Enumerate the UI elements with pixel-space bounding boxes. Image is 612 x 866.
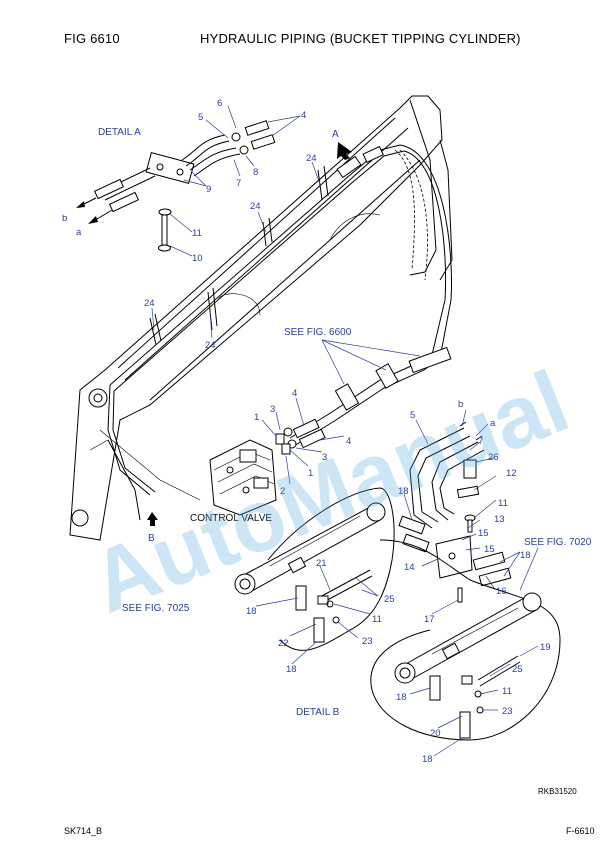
callout-18: 18 [398, 486, 409, 497]
callout-18: 18 [286, 664, 297, 675]
callout-8: 8 [253, 167, 258, 178]
callout-17: 17 [424, 614, 435, 625]
callout-11: 11 [372, 614, 382, 625]
flow-arrows-detail-a [76, 197, 113, 224]
callout-6: 6 [217, 98, 222, 109]
view-b-label: B [148, 533, 155, 544]
callout-24: 24 [250, 201, 261, 212]
callout-18: 18 [246, 606, 257, 617]
callout-14: 14 [404, 562, 415, 573]
callout-18: 18 [520, 550, 531, 561]
callout-4: 4 [301, 110, 306, 121]
callout-4: 4 [346, 436, 351, 447]
callout-7: 7 [478, 436, 483, 447]
callout-1: 1 [254, 412, 259, 423]
callout-b: b [458, 399, 463, 410]
callout-19: 19 [540, 642, 551, 653]
callout-5: 5 [198, 112, 203, 123]
view-a-label: A [332, 129, 339, 140]
callout-15: 15 [484, 544, 495, 555]
callout-13: 13 [494, 514, 505, 525]
page-title: HYDRAULIC PIPING (BUCKET TIPPING CYLINDE… [200, 31, 521, 46]
caption-see-fig-7020: SEE FIG. 7020 [524, 537, 592, 548]
callout-24: 24 [306, 153, 317, 164]
callout-3: 3 [270, 404, 275, 415]
leader-lines [151, 105, 539, 757]
caption-detail-a: DETAIL A [98, 127, 141, 138]
callout-25: 25 [512, 664, 523, 675]
callout-18: 18 [422, 754, 433, 765]
footer-page-number: F-6610 [566, 826, 595, 836]
callout-18: 18 [396, 692, 407, 703]
callout-a: a [76, 227, 82, 238]
callout-11: 11 [502, 686, 512, 697]
callout-25: 25 [384, 594, 395, 605]
lower-cylinder [394, 592, 542, 739]
caption-control-valve: CONTROL VALVE [190, 513, 272, 524]
callout-16: 16 [496, 586, 507, 597]
callout-1: 1 [308, 468, 313, 479]
callout-2: 2 [280, 486, 285, 497]
caption-see-fig-6600: SEE FIG. 6600 [284, 327, 352, 338]
figure-number: FIG 6610 [64, 31, 120, 46]
callout-15: 15 [478, 528, 489, 539]
manifold-block [398, 459, 512, 603]
center-piping [275, 346, 452, 455]
caption-see-fig-7025: SEE FIG. 7025 [122, 603, 190, 614]
callout-7: 7 [236, 178, 241, 189]
control-valve [209, 439, 277, 516]
callout-a: a [490, 418, 496, 429]
callout-12: 12 [506, 468, 517, 479]
view-a-arrow [337, 142, 352, 160]
footer-left-code: SK714_B [64, 826, 103, 836]
callout-4: 4 [292, 388, 297, 399]
callout-22: 22 [278, 638, 289, 649]
callout-26: 26 [488, 452, 499, 463]
callout-23: 23 [362, 636, 373, 647]
callout-23: 23 [502, 706, 513, 717]
captions: DETAIL A SEE FIG. 6600 CONTROL VALVE SEE… [98, 127, 592, 718]
callout-11: 11 [498, 498, 508, 509]
hose-clamps [149, 165, 329, 346]
callout-5: 5 [410, 410, 415, 421]
callout-9: 9 [206, 184, 211, 195]
boom-hoses [107, 144, 452, 496]
boom-arm [69, 95, 453, 541]
callout-10: 10 [192, 253, 203, 264]
callout-21: 21 [316, 558, 327, 569]
upper-cylinder [234, 502, 386, 643]
callout-numbers: 6 4 5 8 7 9 11 10 24 24 24 24 b a b a 4 … [62, 98, 551, 765]
view-b-arrow [147, 512, 158, 526]
callout-3: 3 [322, 452, 327, 463]
callout-b: b [62, 213, 67, 224]
caption-detail-b: DETAIL B [296, 707, 340, 718]
callout-24: 24 [144, 298, 155, 309]
callout-20: 20 [430, 728, 441, 739]
detail-a-assembly [93, 120, 276, 252]
callout-24: 24 [205, 340, 216, 351]
drawing-code: RKB31520 [538, 787, 577, 796]
right-steel-pipes [409, 421, 485, 529]
detail-b-outline [267, 487, 561, 741]
callout-11: 11 [192, 228, 202, 239]
